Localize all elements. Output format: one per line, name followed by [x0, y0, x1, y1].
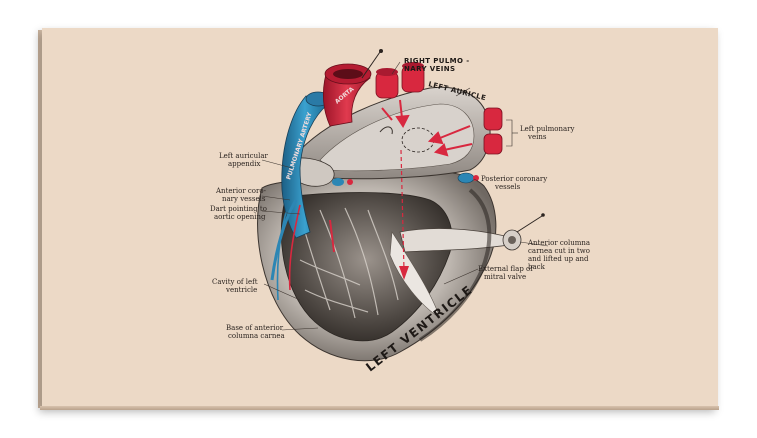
left-pulmonary-veins [483, 107, 503, 155]
leader-lines [261, 61, 549, 331]
label-cavity-1: Cavity of left [212, 278, 258, 286]
label-anterior-columna-4: back [528, 263, 546, 271]
label-left-auricular-appendix-1: Left auricular [219, 152, 269, 160]
canvas-side-edge [38, 30, 44, 408]
label-right-pulmonary-veins-2: NARY VEINS [404, 65, 456, 73]
label-anterior-coronary-2: nary vessels [222, 195, 266, 203]
label-posterior-coronary-2: vessels [494, 183, 521, 191]
label-posterior-coronary-1: Posterior coronary [481, 175, 547, 183]
label-left-pulmonary-veins-2: veins [527, 133, 547, 141]
heart-body [257, 170, 545, 362]
label-anterior-coronary-1: Anterior coro- [215, 187, 267, 195]
label-left-pulmonary-veins-1: Left pulmonary [520, 125, 575, 133]
canvas-bottom-edge [40, 406, 719, 410]
label-dart-1: Dart pointing to [210, 205, 267, 213]
label-cavity-2: ventricle [225, 286, 257, 294]
label-anterior-columna-1: Anterior columna [527, 239, 590, 247]
label-external-flap-2: mitral valve [484, 273, 526, 281]
label-left-auricular-appendix-2: appendix [228, 160, 261, 168]
right-pulmonary-veins [375, 62, 425, 99]
label-anterior-columna-2: carnea cut in two [528, 247, 590, 255]
label-dart-2: aortic opening [214, 213, 266, 221]
aorta: AORTA [322, 49, 383, 127]
label-anterior-columna-3: and lifted up and [528, 255, 589, 263]
left-auricle [287, 86, 491, 280]
label-base-anterior-1: Base of anterior [226, 324, 284, 332]
label-right-pulmonary-veins-1: RIGHT PULMO - [404, 57, 470, 65]
label-base-anterior-2: columna carnea [228, 332, 285, 340]
label-external-flap-1: External flap of [478, 265, 534, 273]
